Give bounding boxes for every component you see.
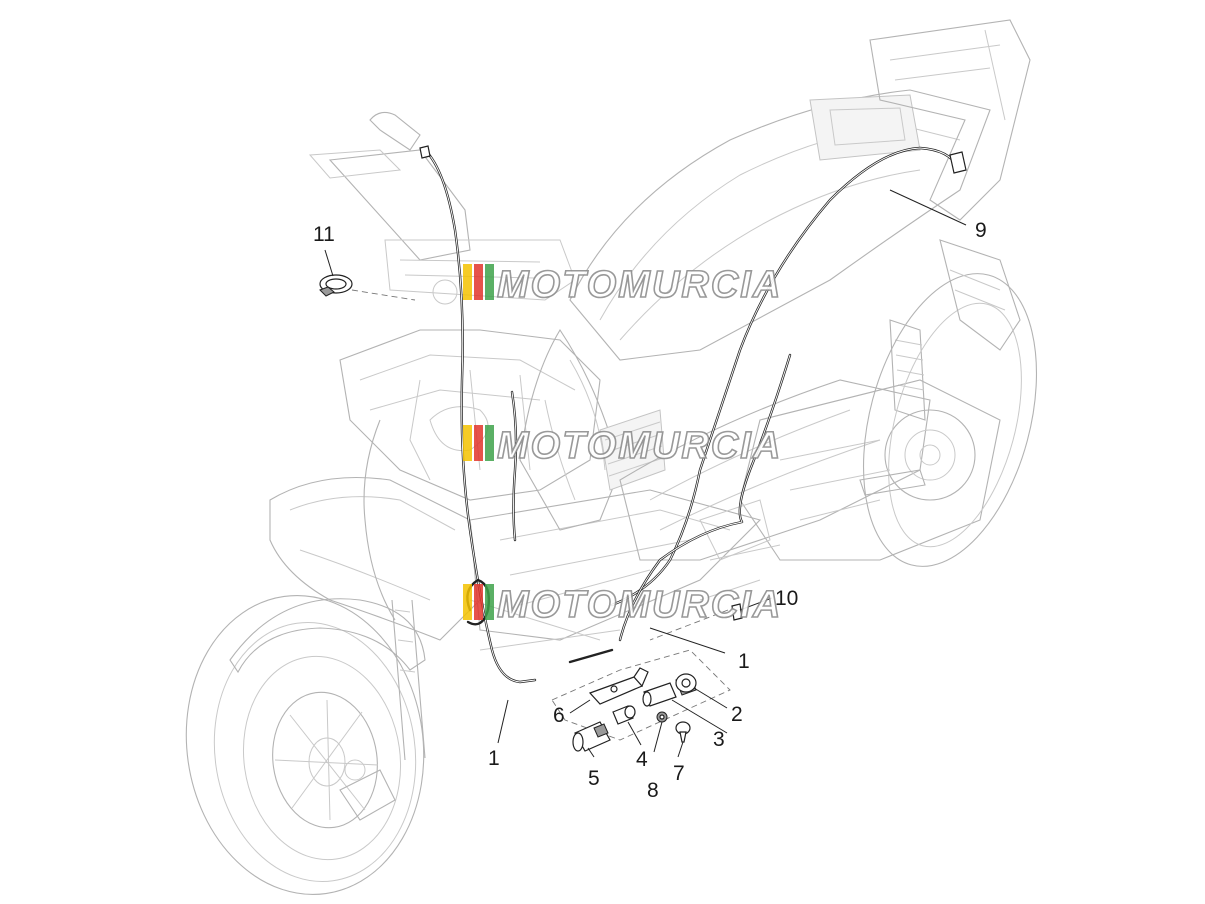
rear-cable	[610, 146, 960, 607]
watermark-text: MOTOMURCIA	[497, 425, 782, 467]
watermark-bottom: MOTOMURCIA	[463, 583, 782, 627]
callout-1b: 1	[738, 650, 750, 673]
callout-3: 3	[713, 728, 725, 751]
cable-lower-segment	[568, 648, 614, 664]
watermark-stripe-yellow	[463, 584, 472, 620]
watermark-text: MOTOMURCIA	[497, 264, 782, 306]
watermark-stripe-green	[485, 264, 494, 300]
watermark-stripe-red	[474, 264, 483, 300]
part-barrel-3[interactable]	[642, 682, 677, 707]
watermark-stripe-yellow	[463, 264, 472, 300]
callout-4: 4	[636, 748, 648, 771]
callout-2: 2	[731, 703, 743, 726]
part-clamp-11[interactable]	[319, 274, 353, 297]
cables	[419, 145, 967, 684]
watermark-text: MOTOMURCIA	[497, 584, 782, 626]
watermark-middle: MOTOMURCIA	[463, 424, 782, 468]
callout-6: 6	[553, 704, 565, 727]
part-switch-5[interactable]	[572, 721, 611, 752]
assembly-lines	[351, 289, 731, 741]
part-adjuster-2[interactable]	[675, 673, 697, 696]
watermark-top: MOTOMURCIA	[463, 263, 782, 307]
parts-group	[319, 274, 743, 752]
part-bracket-6[interactable]	[588, 667, 649, 705]
part-clip-10[interactable]	[731, 603, 743, 621]
leader-lines	[324, 189, 967, 758]
callout-1a: 1	[488, 747, 500, 770]
callout-7: 7	[673, 762, 685, 785]
part-screw-7[interactable]	[675, 721, 691, 743]
scooter-outline	[185, 19, 1038, 895]
watermark-stripe-red	[474, 584, 483, 620]
callout-11: 11	[313, 223, 335, 246]
callout-10: 10	[775, 587, 798, 610]
watermark-stripe-red	[474, 425, 483, 461]
callout-8: 8	[647, 779, 659, 802]
callout-5: 5	[588, 767, 600, 790]
callout-labels: 11 9 10 1 1 6 2 3 4 5 7 8	[313, 219, 987, 802]
watermark-stripe-green	[485, 584, 494, 620]
watermark-stripe-yellow	[463, 425, 472, 461]
part-washer-8[interactable]	[656, 711, 668, 723]
watermark-stripe-green	[485, 425, 494, 461]
callout-9: 9	[975, 219, 987, 242]
part-fitting-4[interactable]	[612, 705, 636, 725]
